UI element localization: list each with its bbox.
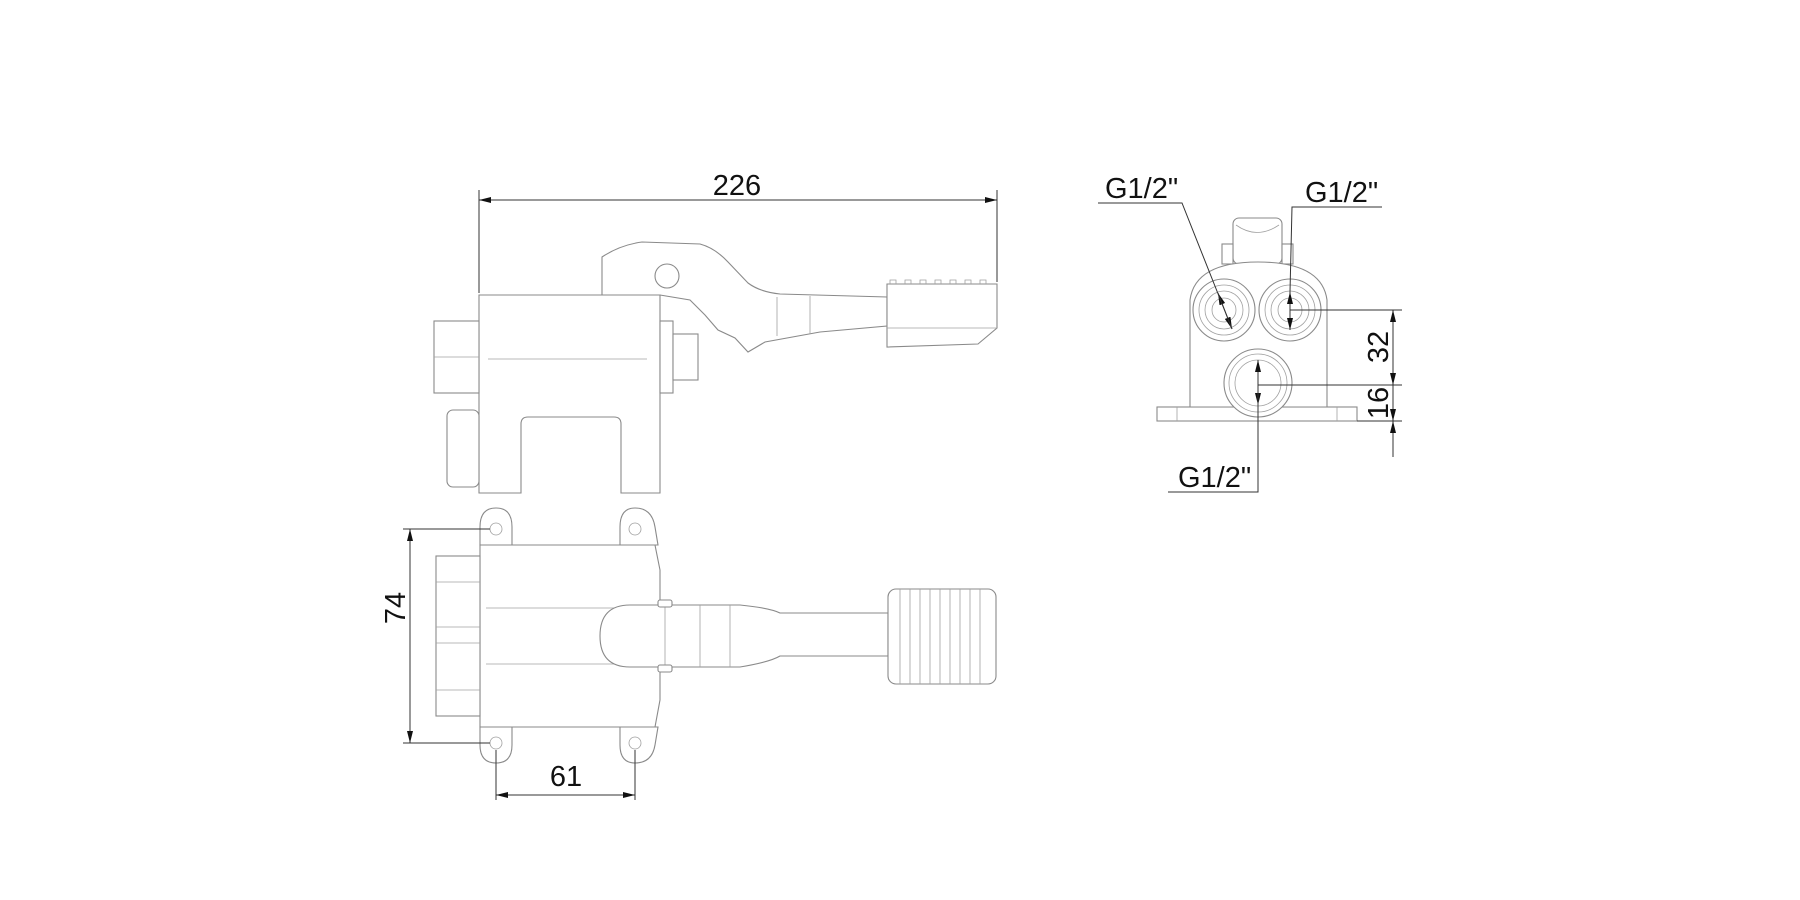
pivot-bolt bbox=[654, 263, 680, 289]
mounting-hole bbox=[628, 522, 642, 536]
spindle bbox=[672, 333, 699, 381]
spindle-nut bbox=[659, 320, 674, 394]
port-left-thread-label: G1/2" bbox=[1105, 173, 1178, 205]
lever-cap-front bbox=[1232, 217, 1283, 265]
valve-body-side bbox=[478, 294, 661, 494]
inlet-nuts-top bbox=[435, 555, 481, 717]
valve-body-top bbox=[479, 544, 661, 728]
outlet-cylinder-side bbox=[446, 409, 480, 488]
dimension-hole-spacing: 61 bbox=[550, 761, 582, 793]
pedal-side bbox=[886, 283, 998, 348]
lever-top bbox=[599, 604, 889, 668]
side-view: 226 bbox=[433, 170, 998, 494]
port-bottom-thread-label: G1/2" bbox=[1178, 462, 1251, 494]
pedal-top bbox=[887, 588, 997, 685]
dimension-port-spacing: 32 bbox=[1363, 331, 1395, 363]
top-view: 74 61 bbox=[380, 507, 997, 800]
port-right-thread-label: G1/2" bbox=[1305, 177, 1378, 209]
dimension-width: 74 bbox=[380, 592, 412, 624]
dimension-overall-length: 226 bbox=[713, 170, 761, 202]
dimension-port-height: 16 bbox=[1363, 387, 1395, 419]
mounting-ears bbox=[479, 507, 659, 764]
front-view: G1/2" G1/2" G1/2" 32 16 bbox=[1098, 173, 1402, 494]
mounting-hole bbox=[628, 736, 642, 750]
